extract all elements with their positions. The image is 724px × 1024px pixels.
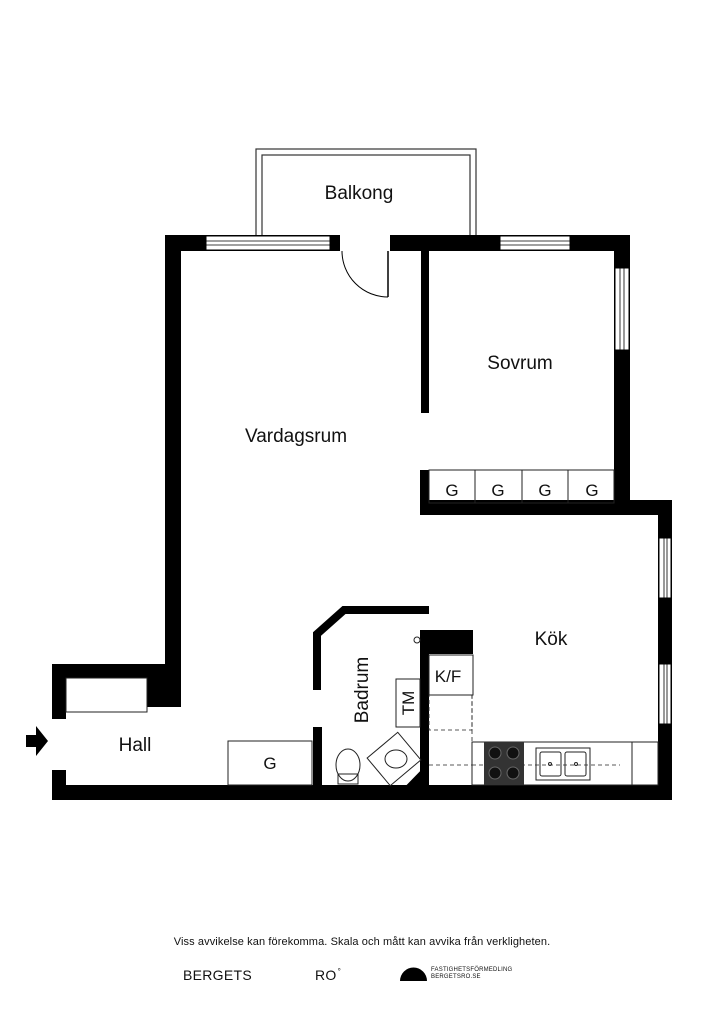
- closet-label: G: [445, 481, 458, 500]
- hall-label: Hall: [119, 735, 152, 756]
- agency-block: FASTIGHETSFÖRMEDLING BERGETSRO.SE: [400, 967, 512, 981]
- kitchen-fixtures: [428, 654, 659, 786]
- half-circle-logo-icon: [400, 967, 427, 981]
- sink-icon: [384, 749, 408, 769]
- closet-label: G: [491, 481, 504, 500]
- bedroom-wardrobes: [428, 469, 615, 504]
- closet-label: G: [538, 481, 551, 500]
- kitchen-label: Kök: [535, 629, 568, 650]
- stove-icon: [484, 742, 524, 785]
- windows: [205, 235, 672, 725]
- disclaimer-text: Viss avvikelse kan förekomma. Skala och …: [173, 936, 551, 948]
- floor-plan: Balkong Sovrum Vardagsrum Kök Hall Badru…: [26, 148, 672, 800]
- agency-line-1: FASTIGHETSFÖRMEDLING: [431, 967, 513, 973]
- closet-label: G: [585, 481, 598, 500]
- interior-walls: [313, 251, 473, 800]
- brand-right-mark: °: [337, 967, 342, 977]
- bathroom-corner-wall: [392, 762, 429, 800]
- bathroom-label: Badrum: [352, 657, 373, 724]
- brand-right-text: RO: [315, 967, 337, 983]
- kitchen-sink-icon: [535, 747, 591, 781]
- bathroom-fixtures: [335, 636, 422, 787]
- living-room-label: Vardagsrum: [245, 426, 347, 447]
- closet-label: G: [263, 754, 276, 773]
- washer-label: TM: [399, 691, 418, 716]
- bathroom-wall: [313, 606, 429, 690]
- brand-name-right: RO°: [315, 967, 341, 983]
- balcony-label: Balkong: [325, 183, 394, 204]
- entrance-arrow-icon: [26, 726, 48, 756]
- agency-line-2: BERGETSRO.SE: [431, 974, 481, 980]
- balcony-door: [340, 235, 390, 298]
- fridge-freezer-label: K/F: [435, 667, 461, 686]
- brand-name-left: BERGETS: [183, 967, 253, 983]
- toilet-icon: [335, 748, 361, 782]
- bedroom-label: Sovrum: [487, 353, 552, 374]
- hall-fixtures: [65, 677, 313, 786]
